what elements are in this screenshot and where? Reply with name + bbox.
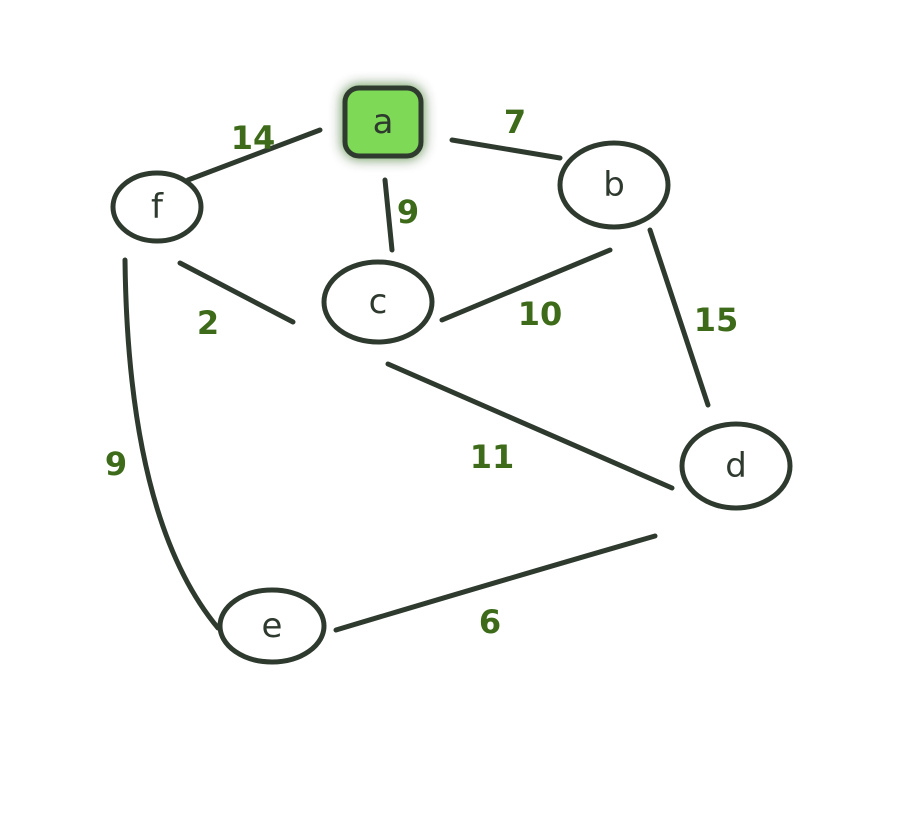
node-shape-f (110, 170, 204, 244)
node-label-b: b (603, 165, 625, 205)
node-label-e: e (262, 606, 283, 646)
edge-a-f (185, 127, 323, 183)
edge-c-b (439, 247, 613, 323)
edge-a-c (382, 177, 395, 253)
node-label-c: c (369, 282, 388, 322)
edge-f-e (122, 257, 221, 631)
edge-weight-c-d: 11 (470, 438, 515, 476)
node-label-f: f (151, 187, 164, 227)
node-b: b (557, 140, 671, 230)
node-shape-c (321, 259, 435, 345)
node-shape-a (342, 85, 424, 159)
edge-weight-a-c: 9 (397, 193, 419, 231)
node-e: e (217, 587, 327, 665)
edge-c-d (385, 361, 675, 491)
node-shape-b (557, 140, 671, 230)
edge-weight-c-b: 10 (518, 295, 563, 333)
edge-e-d (333, 533, 658, 633)
node-a: a (342, 85, 424, 159)
edge-weight-a-f: 14 (231, 119, 276, 157)
nodes: a b c d e f (110, 85, 793, 665)
edge-weight-f-e: 9 (105, 445, 127, 483)
node-c: c (321, 259, 435, 345)
edge-weight-e-d: 6 (479, 603, 501, 641)
edge-b-d (647, 227, 711, 408)
edge-weights: 14 7 9 2 10 15 11 9 6 (105, 103, 738, 641)
edges (122, 127, 711, 633)
edge-weight-a-b: 7 (504, 103, 526, 141)
edge-weight-f-c: 2 (197, 304, 219, 342)
node-label-a: a (373, 102, 394, 142)
edge-weight-b-d: 15 (694, 301, 739, 339)
node-f: f (110, 170, 204, 244)
edge-a-b (449, 137, 563, 161)
edge-f-c (177, 260, 296, 325)
node-shape-e (217, 587, 327, 665)
node-d: d (679, 421, 793, 511)
node-shape-d (679, 421, 793, 511)
node-label-d: d (725, 446, 747, 486)
